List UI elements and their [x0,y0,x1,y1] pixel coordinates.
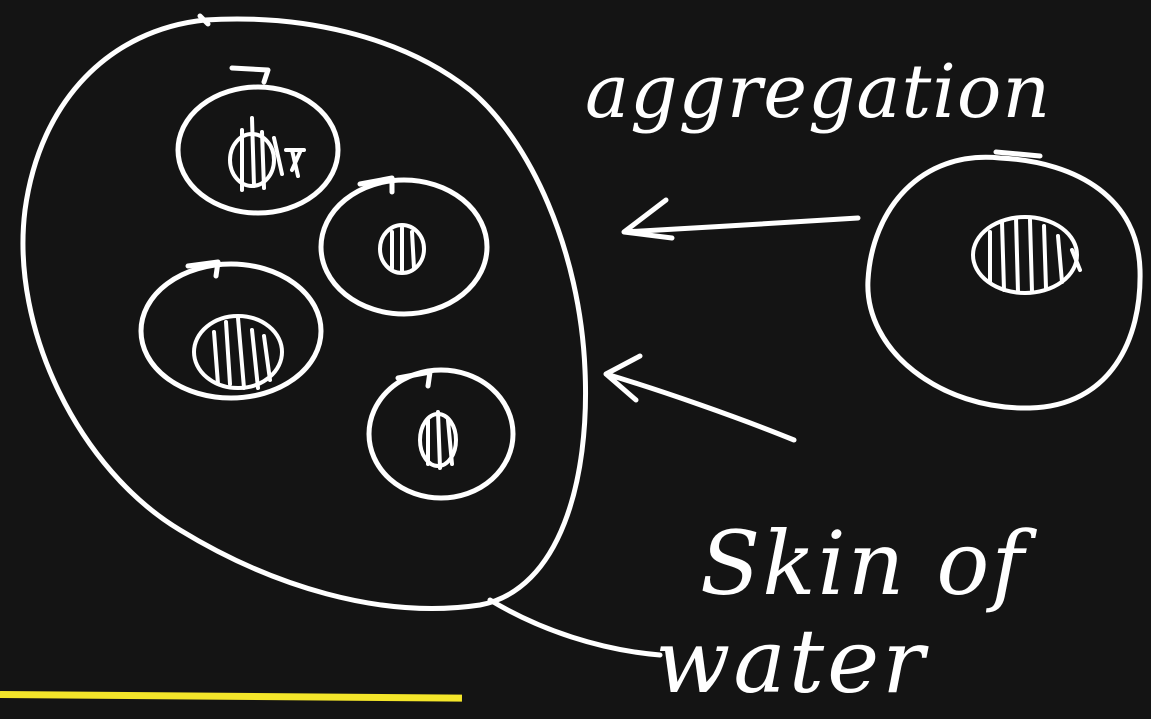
inner-droplet-4-core [420,412,456,468]
inner-droplet-1-tick [232,68,268,82]
label-skin-of: Skin of [700,520,1026,608]
inner-droplet-2-core [380,225,424,273]
single-droplet-core [973,217,1080,293]
inner-droplet-4-tick [398,372,430,386]
inner-droplet-3-core [194,316,282,388]
skin-leader-line [490,600,660,655]
skin-pointer-arrow [606,356,794,440]
label-water: water [655,618,927,706]
aggregate-outer-membrane [23,19,586,608]
inner-droplet-4 [369,370,513,498]
aggregation-arrow [624,200,858,238]
inner-droplet-1 [178,87,338,213]
single-droplet-tick [996,152,1040,156]
inner-droplet-1-core [230,118,304,190]
label-aggregation: aggregation [585,55,1051,129]
